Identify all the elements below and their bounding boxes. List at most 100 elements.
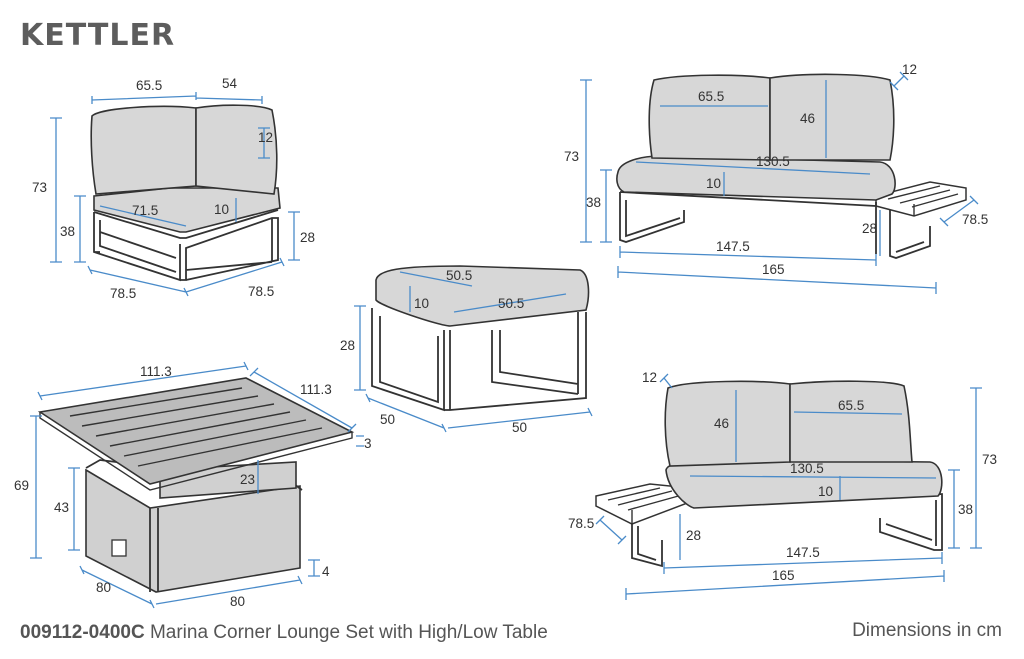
corner-chair: 65.5 54 12 73 38 71.5 10 28 78.5 78.5: [32, 76, 315, 301]
table-label-lift: 23: [240, 472, 255, 487]
sofa-right-label-height: 73: [564, 149, 579, 164]
sofa-right-back-cushion-left: [648, 74, 771, 161]
ottoman-label-height: 28: [340, 338, 355, 353]
corner-chair-dim-seat-height: [74, 195, 86, 263]
table-dim-min-height: [68, 467, 80, 551]
table-dim-top-width: [37, 361, 249, 401]
table-label-min-height: 43: [54, 500, 69, 515]
corner-chair-dim-depths: [87, 257, 285, 297]
sofa-left-dim-seat-width: [689, 475, 937, 479]
sofa-right-label-back-height: 46: [800, 111, 815, 126]
sofa-left-label-back-height: 46: [714, 416, 729, 431]
sofa-right-dim-height: [580, 79, 592, 243]
sofa-right-dim-depth: [939, 195, 979, 227]
sofa-right-label-frame-height: 28: [862, 221, 877, 236]
corner-chair-frame-inner: [99, 220, 177, 273]
corner-chair-dim-seat-depth: [99, 205, 187, 227]
corner-chair-label-depth-b: 78.5: [248, 284, 274, 299]
brand-logo: KETTLER: [20, 18, 176, 53]
sofa-left-dim-seat-frame: [663, 552, 943, 574]
corner-chair-label-back-width-b: 54: [222, 76, 238, 91]
sofa-left-label-frame-height: 28: [686, 528, 701, 543]
ottoman-label-depth: 50: [380, 412, 395, 427]
sofa-left-back-cushion-right: [789, 380, 913, 463]
product-code: 009112-0400C: [20, 622, 145, 643]
sofa-right-label-seat-width: 130.5: [756, 154, 790, 169]
sofa-right-back-cushion-right: [769, 73, 895, 161]
corner-chair-dim-back-widths: [91, 92, 263, 104]
table-top-slats: [39, 387, 353, 491]
ottoman-label-cushion-thickness: 10: [414, 296, 429, 311]
sofa-left-label-seat-height: 38: [958, 502, 973, 517]
table-dim-top-thickness: [356, 435, 364, 447]
units-note: Dimensions in cm: [852, 620, 1002, 641]
corner-chair-label-cushion: 10: [214, 202, 229, 217]
ottoman-dim-cushion-width: [453, 293, 567, 313]
table-dim-max-height: [30, 415, 42, 559]
table-label-top-depth: 111.3: [300, 382, 332, 397]
table-dim-top-depth: [249, 367, 357, 433]
sofa-left-frame: [631, 493, 943, 568]
sofa-left-dim-height: [970, 387, 982, 549]
ottoman-dim-footprint: [365, 393, 593, 433]
sofa-left-dim-seat-height: [948, 469, 960, 549]
sofa-left-label-seat-width: 130.5: [790, 461, 824, 476]
table-dim-base-footprint: [79, 565, 303, 609]
sofa-right-side-slats: [887, 185, 959, 216]
sofa-right-label-back-thickness: 12: [902, 62, 917, 77]
sofa-right-dim-seat-frame: [619, 246, 877, 266]
corner-chair-dim-back-thickness: [258, 127, 270, 159]
sofa-left-label-back-width: 65.5: [838, 398, 864, 413]
corner-chair-label-seat-depth: 71.5: [132, 203, 158, 218]
table-crank-slot: [111, 539, 127, 557]
sofa-right-label-cushion: 10: [706, 176, 721, 191]
table-label-base-width: 80: [230, 594, 245, 609]
sofa-left-label-total-length: 165: [772, 568, 795, 583]
sofa-right-dim-seat-height: [600, 169, 612, 243]
product-caption: 009112-0400C Marina Corner Lounge Set wi…: [20, 622, 548, 644]
corner-chair-dim-frame-height: [288, 211, 300, 261]
sofa-right-frame: [619, 191, 931, 259]
table-label-top-thickness: 3: [364, 436, 372, 451]
corner-chair-label-frame-height: 28: [300, 230, 315, 245]
sofa-left-dim-total-length: [625, 570, 945, 600]
corner-chair-frame: [93, 209, 279, 282]
high-low-table: 111.3 111.3 3 69 43 23 4 80 80: [14, 361, 372, 609]
sofa-right-label-total-length: 165: [762, 262, 785, 277]
ottoman-frame: [371, 308, 587, 412]
sofa-left-label-seat-frame: 147.5: [786, 545, 820, 560]
table-dim-base-clearance: [308, 559, 320, 577]
sofa-left-label-cushion: 10: [818, 484, 833, 499]
product-name: Marina Corner Lounge Set with High/Low T…: [149, 622, 548, 643]
sofa-left-label-back-thickness: 12: [642, 370, 657, 385]
ottoman-label-cushion-width: 50.5: [498, 296, 524, 311]
sofa-left: 12 46 65.5 130.5 10 73 38 78.5 28 147.5 …: [568, 370, 997, 600]
ottoman: 50.5 50.5 10 28 50 50: [340, 265, 593, 435]
sofa-left-dim-back-thickness: [659, 373, 673, 389]
sofa-right: 65.5 46 12 73 38 130.5 10 28 78.5 147.5 …: [564, 62, 988, 294]
corner-chair-label-depth-a: 78.5: [110, 286, 136, 301]
sofa-right-dim-total-length: [617, 266, 937, 294]
ottoman-cushion: [375, 265, 590, 327]
sofa-right-dim-back-thickness: [889, 71, 909, 91]
sofa-right-label-back-width: 65.5: [698, 89, 724, 104]
ottoman-dim-cushion-depth: [399, 271, 473, 287]
sofa-left-label-height: 73: [982, 452, 997, 467]
sofa-right-label-depth: 78.5: [962, 212, 988, 227]
sofa-right-seat-cushion: [616, 155, 896, 201]
table-label-top-width: 111.3: [140, 364, 172, 379]
corner-chair-seat-cushion: [93, 187, 281, 233]
corner-chair-label-height: 73: [32, 180, 47, 195]
ottoman-label-width: 50: [512, 420, 527, 435]
table-label-base-clearance: 4: [322, 564, 330, 579]
corner-chair-label-back-width-a: 65.5: [136, 78, 162, 93]
corner-chair-back-cushion-left: [90, 105, 197, 195]
sofa-left-label-depth: 78.5: [568, 516, 594, 531]
sofa-right-label-seat-height: 38: [586, 195, 601, 210]
table-label-base-depth: 80: [96, 580, 111, 595]
corner-chair-back-cushion-right: [195, 104, 278, 195]
sofa-left-dim-depth: [595, 515, 627, 545]
sofa-left-dim-back-width: [793, 411, 903, 415]
sofa-right-label-seat-frame: 147.5: [716, 239, 750, 254]
corner-chair-label-seat-height: 38: [60, 224, 75, 239]
